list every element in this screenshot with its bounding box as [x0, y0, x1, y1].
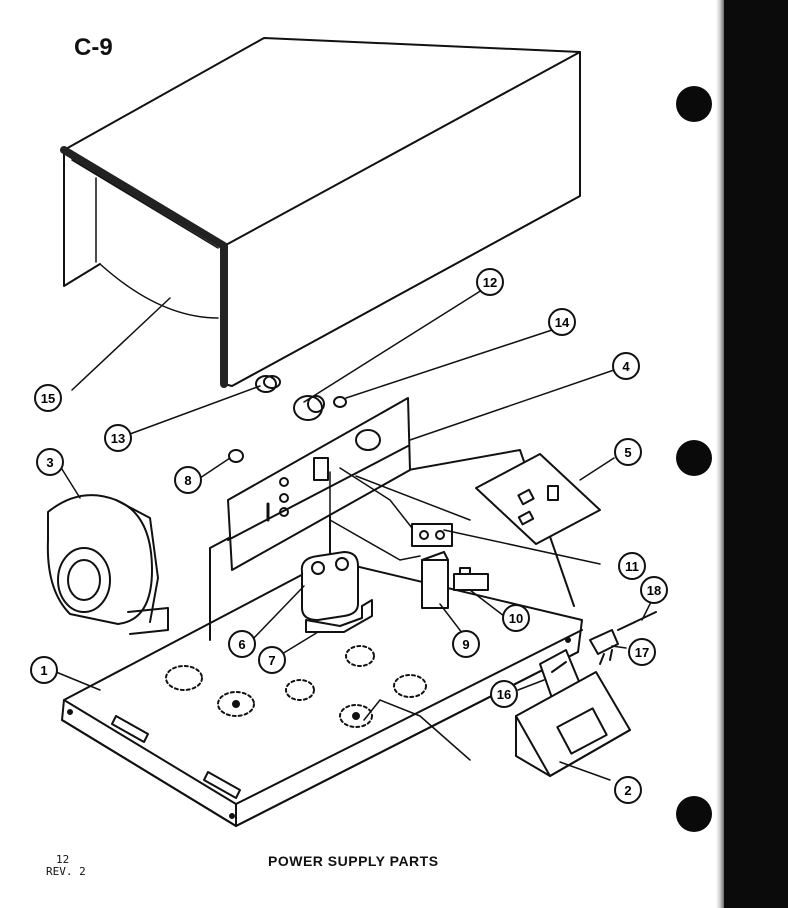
callout-12: 12 [476, 268, 504, 296]
page-code: C-9 [74, 34, 113, 61]
callout-8: 8 [174, 466, 202, 494]
svg-text:1: 1 [40, 663, 47, 678]
transformer [515, 671, 631, 777]
cabinet-cover [60, 37, 581, 388]
knob-12 [293, 395, 325, 421]
page-number: 12 [56, 853, 70, 866]
callout-14: 14 [548, 308, 576, 336]
svg-text:2: 2 [624, 783, 631, 798]
relay [421, 551, 449, 609]
diagram-title: POWER SUPPLY PARTS [268, 853, 439, 869]
callout-9: 9 [452, 630, 480, 658]
callout-16: 16 [490, 680, 518, 708]
svg-text:4: 4 [622, 359, 630, 374]
svg-text:18: 18 [647, 583, 661, 598]
pc-board [475, 453, 601, 545]
control-panel-bracket [227, 397, 411, 571]
callout-7: 7 [258, 646, 286, 674]
revision-label: REV. 2 [46, 865, 86, 878]
callout-17: 17 [628, 638, 656, 666]
bushing-8 [228, 449, 244, 463]
power-cord [589, 611, 657, 665]
capacitor [300, 551, 359, 621]
svg-text:11: 11 [625, 559, 639, 574]
svg-text:13: 13 [111, 431, 125, 446]
svg-text:15: 15 [41, 391, 55, 406]
svg-text:17: 17 [635, 645, 649, 660]
callout-10: 10 [502, 604, 530, 632]
svg-text:16: 16 [497, 687, 511, 702]
binder-edge [716, 0, 726, 908]
nut-14 [333, 396, 347, 408]
mounting-feet [165, 645, 427, 728]
punch-hole [676, 86, 712, 122]
svg-text:14: 14 [555, 315, 570, 330]
callout-6: 6 [228, 630, 256, 658]
punch-hole [676, 796, 712, 832]
svg-text:7: 7 [268, 653, 275, 668]
callout-markers: 1 2 3 4 5 6 7 8 9 10 11 12 13 14 15 16 1… [30, 268, 668, 804]
callout-1: 1 [30, 656, 58, 684]
svg-text:12: 12 [483, 275, 497, 290]
callout-4: 4 [612, 352, 640, 380]
blower-fan [46, 494, 169, 635]
switch-unit [411, 523, 453, 547]
callout-5: 5 [614, 438, 642, 466]
svg-text:5: 5 [624, 445, 631, 460]
svg-text:10: 10 [509, 611, 523, 626]
svg-text:9: 9 [462, 637, 469, 652]
callout-11: 11 [618, 552, 646, 580]
knob-13 [255, 375, 281, 393]
svg-text:3: 3 [46, 455, 53, 470]
callout-2: 2 [614, 776, 642, 804]
callout-3: 3 [36, 448, 64, 476]
punch-hole [676, 440, 712, 476]
callout-15: 15 [34, 384, 62, 412]
callout-18: 18 [640, 576, 668, 604]
svg-text:6: 6 [238, 637, 245, 652]
svg-text:8: 8 [184, 473, 191, 488]
callout-13: 13 [104, 424, 132, 452]
binder-strip [724, 0, 788, 908]
terminal-block [453, 567, 489, 591]
